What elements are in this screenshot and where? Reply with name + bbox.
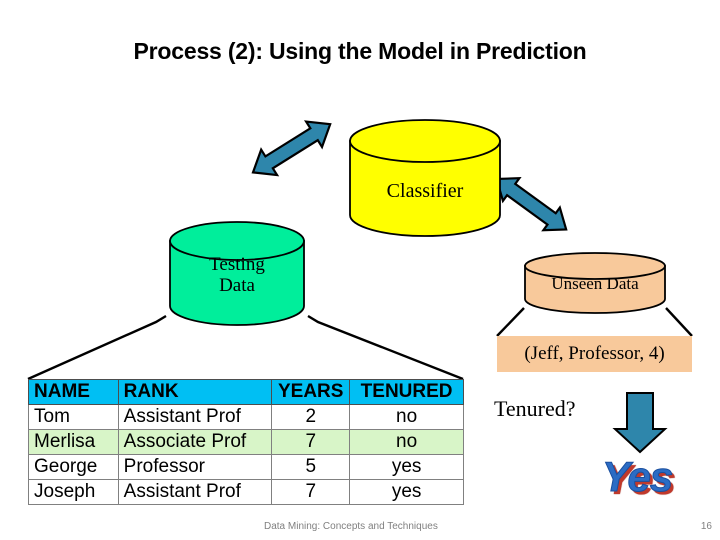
double-headed-arrow-right-icon [495, 177, 568, 232]
cell-tenured: yes [349, 454, 464, 480]
table-header-row: NAME RANK YEARS TENURED [28, 379, 464, 405]
table-row: Tom Assistant Prof 2 no [28, 404, 464, 430]
cell-years: 5 [271, 454, 351, 480]
prediction-answer-wordart: Yes [601, 453, 673, 500]
table-row: George Professor 5 yes [28, 454, 464, 480]
cell-rank: Assistant Prof [117, 479, 273, 505]
table-row: Merlisa Associate Prof 7 no [28, 429, 464, 455]
slide-footer: Data Mining: Concepts and Techniques 16 [0, 521, 720, 537]
cell-tenured: no [349, 429, 464, 455]
column-header-name: NAME [28, 379, 119, 405]
column-header-years: YEARS [271, 379, 351, 405]
testing-data-cylinder: Testing Data [169, 221, 305, 327]
cell-years: 7 [271, 429, 351, 455]
cell-name: George [28, 454, 119, 480]
cell-name: Joseph [28, 479, 119, 505]
cell-rank: Assistant Prof [117, 404, 273, 430]
tenured-question-label: Tenured? [494, 396, 576, 421]
cell-years: 7 [271, 479, 351, 505]
column-header-rank: RANK [117, 379, 273, 405]
table-row: Joseph Assistant Prof 7 yes [28, 479, 464, 505]
cell-years: 2 [271, 404, 351, 430]
column-header-tenured: TENURED [349, 379, 464, 405]
footer-text: Data Mining: Concepts and Techniques [264, 521, 438, 532]
cell-rank: Professor [117, 454, 273, 480]
tuple-box: (Jeff, Professor, 4) [497, 336, 692, 372]
unseen-data-cylinder: Unseen Data [524, 252, 666, 314]
down-arrow-icon [612, 392, 668, 454]
page-title: Process (2): Using the Model in Predicti… [133, 38, 587, 64]
cell-rank: Associate Prof [117, 429, 273, 455]
classifier-cylinder: Classifier [349, 119, 501, 237]
testing-data-table: NAME RANK YEARS TENURED Tom Assistant Pr… [28, 379, 464, 505]
cell-name: Merlisa [28, 429, 119, 455]
cell-tenured: yes [349, 479, 464, 505]
cell-tenured: no [349, 404, 464, 430]
double-headed-arrow-left-icon [251, 120, 332, 177]
cell-name: Tom [28, 404, 119, 430]
footer-page-number: 16 [700, 521, 712, 532]
